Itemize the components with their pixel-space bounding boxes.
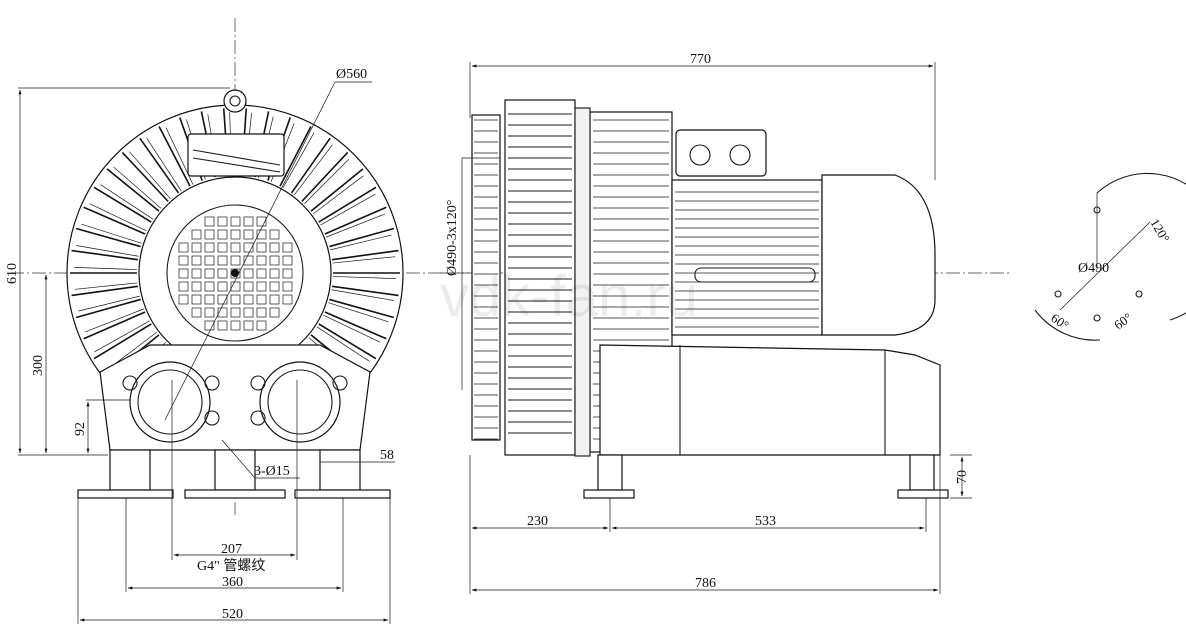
dim-center-height: 300: [31, 355, 46, 376]
detail-angle-right: 60°: [1111, 310, 1135, 333]
terminal-box-front: [187, 133, 285, 177]
front-view: Ø560 610 300 92 58 3-Ø15 207 G4" 管螺纹 360: [5, 18, 470, 624]
dim-pitch-mid: 360: [222, 575, 243, 590]
dim-front-offset: 230: [527, 514, 548, 529]
dim-base-width: 520: [222, 607, 243, 622]
dim-pitch-inner: 207: [221, 542, 242, 557]
side-view: 770 Ø490-3x120° 70 230 533 786: [440, 52, 1010, 594]
dim-foot-width: 58: [380, 448, 394, 463]
dim-outlet-height: 92: [73, 422, 88, 436]
mounting-feet: [77, 449, 391, 499]
dim-base-length: 786: [695, 576, 716, 591]
base-frame: [583, 344, 949, 499]
dim-foot-span: 533: [755, 514, 776, 529]
terminal-box-side: [675, 129, 767, 177]
dim-bolt-circle: Ø490-3x120°: [445, 200, 460, 276]
hole-pattern-detail: Ø490 120° 60° 60°: [1034, 172, 1186, 341]
detail-angle-top: 120°: [1147, 216, 1172, 245]
motor-body: [671, 129, 936, 336]
dim-total-height: 610: [5, 263, 20, 284]
dim-holes: 3-Ø15: [254, 464, 290, 479]
side-fins: [471, 99, 673, 457]
watermark: vdk-fan.ru: [440, 264, 698, 329]
lifting-eye: [223, 89, 247, 113]
detail-diameter: Ø490: [1078, 261, 1109, 276]
detail-angle-left: 60°: [1048, 310, 1072, 333]
outlet-block: [99, 344, 371, 451]
fan-guard-grid: [178, 216, 293, 331]
dim-total-length: 770: [690, 52, 711, 67]
dim-foot-height: 70: [955, 470, 970, 484]
thread-label: G4" 管螺纹: [197, 558, 265, 574]
dim-housing-diameter: Ø560: [336, 67, 367, 82]
